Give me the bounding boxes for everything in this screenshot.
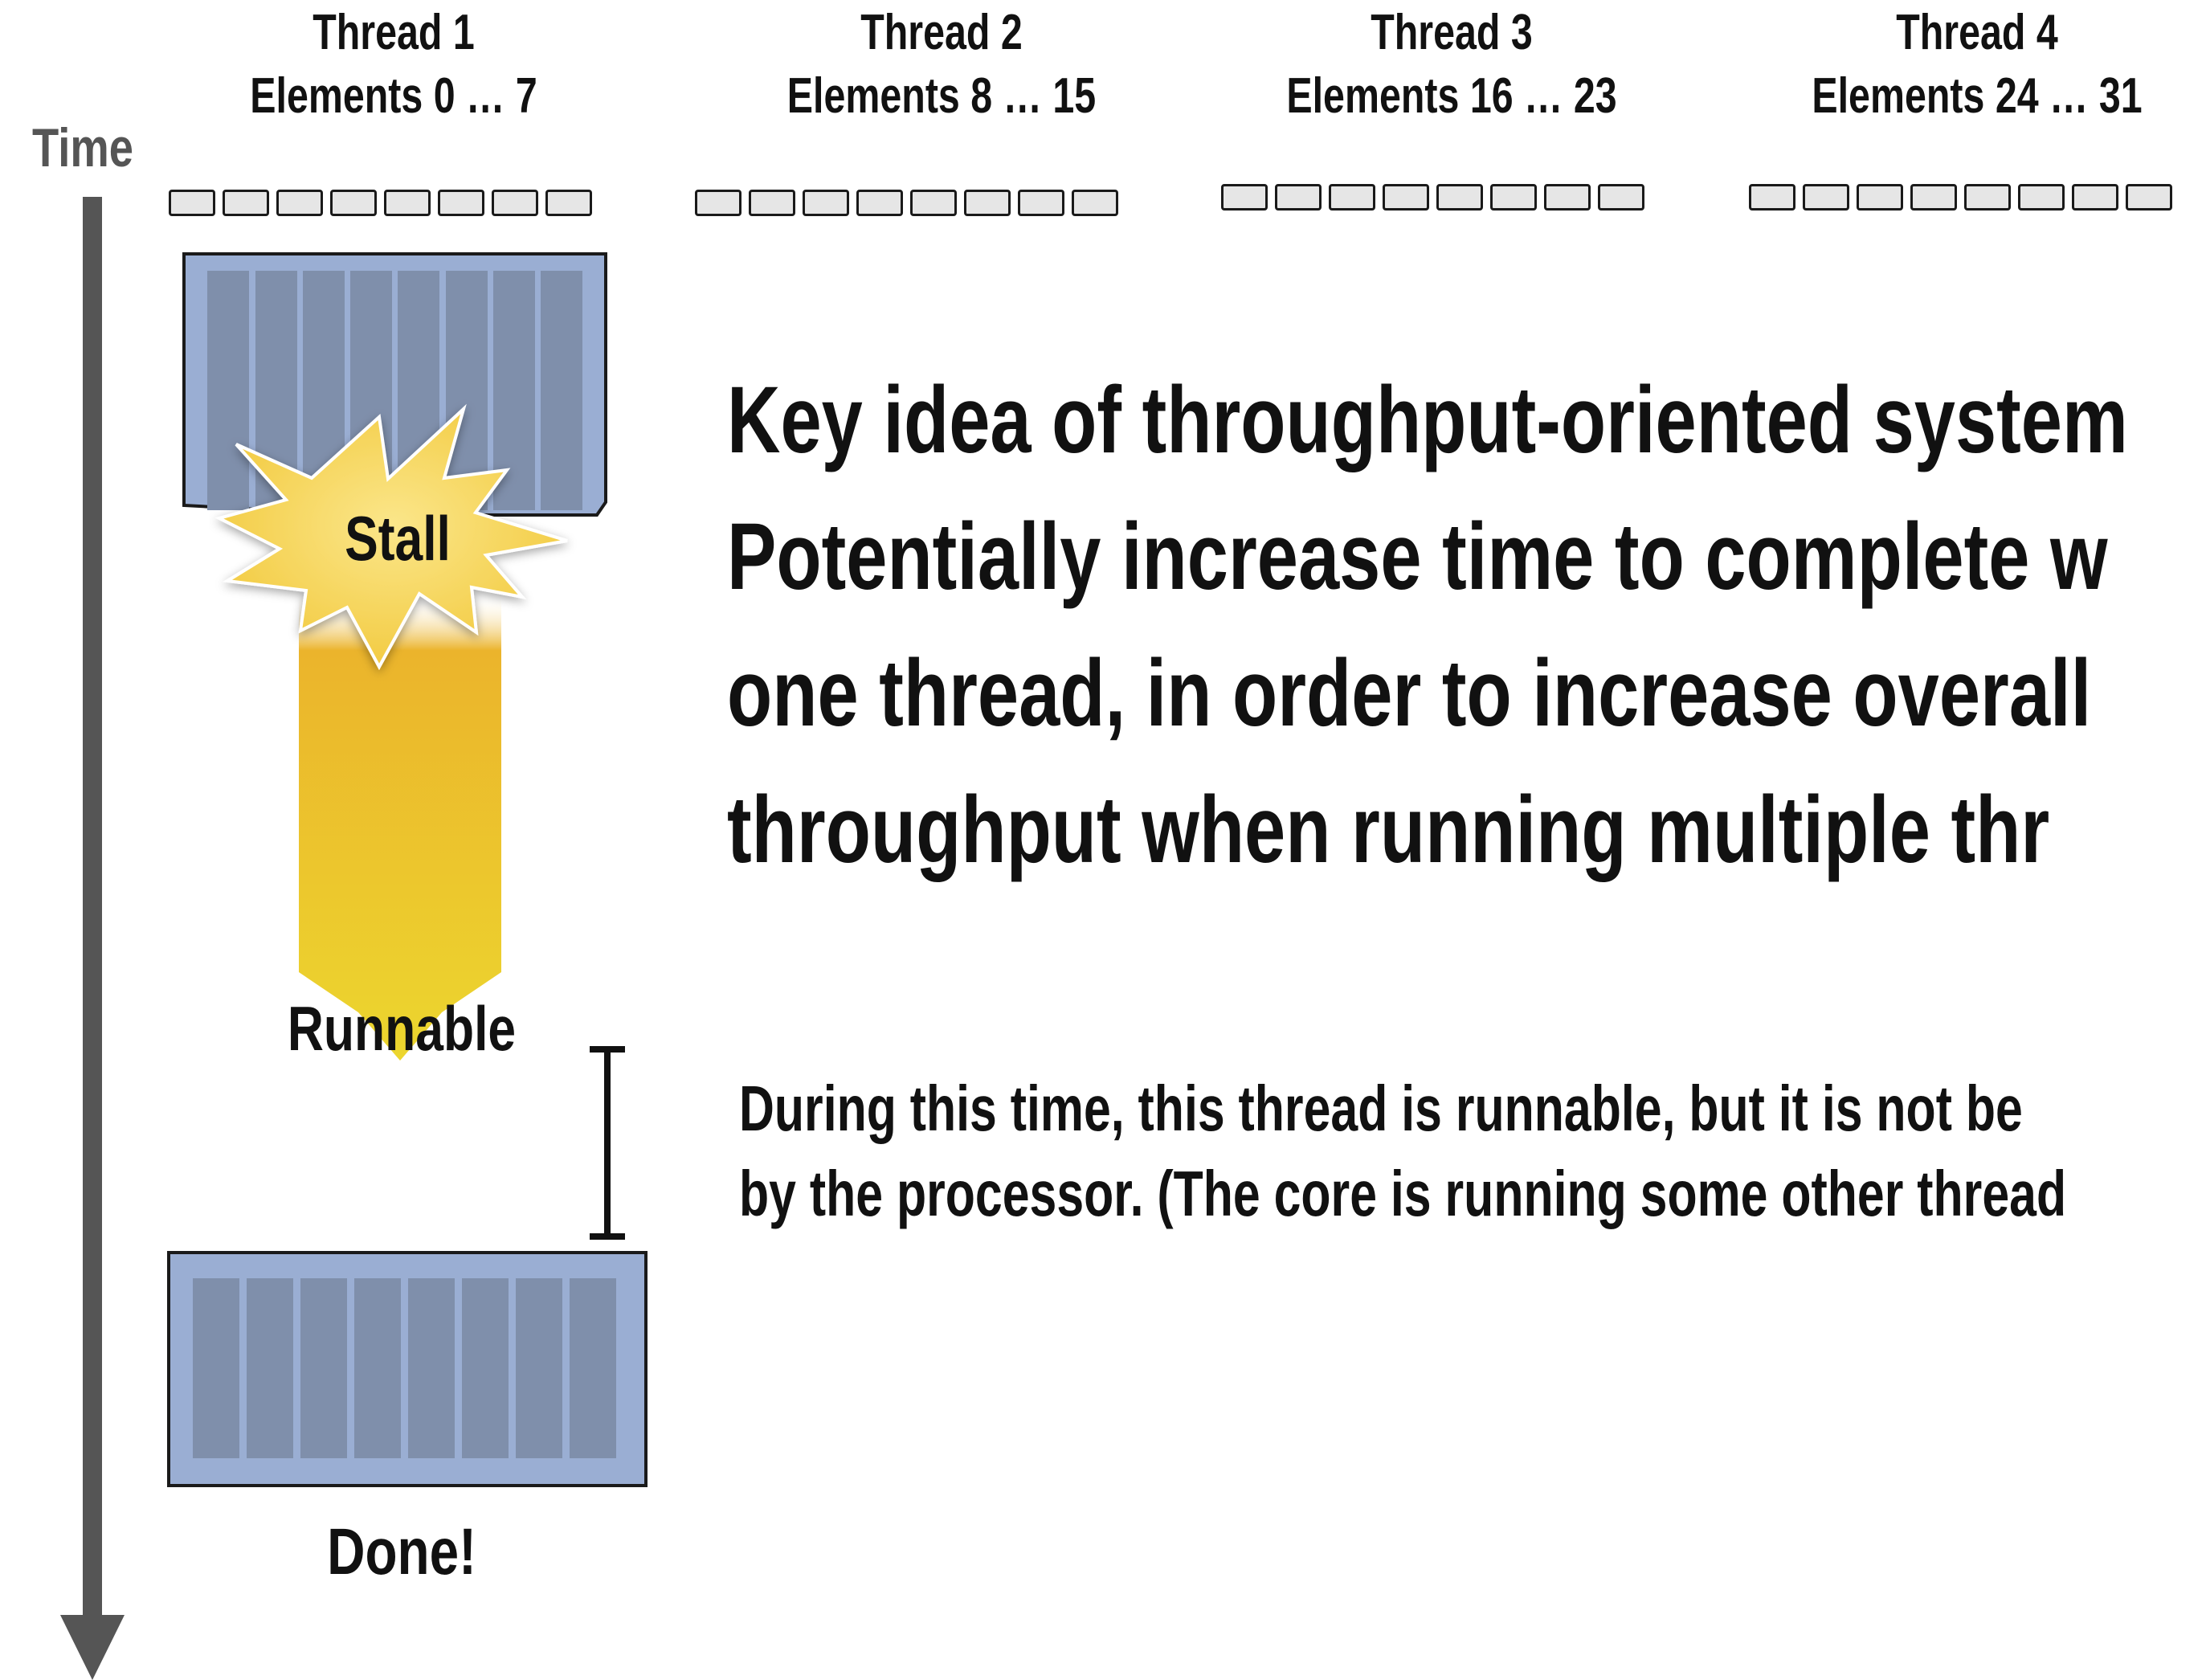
key-idea-text: Key idea of throughput-oriented system P… [727, 352, 2128, 898]
element-cell [1544, 184, 1591, 211]
element-cell [1964, 184, 2011, 211]
done-label: Done! [327, 1515, 476, 1588]
runnable-bar [299, 595, 501, 1061]
thread-elements-range: Elements 16 … 23 [1286, 68, 1617, 124]
note-line-1: During this time, this thread is runnabl… [739, 1073, 2023, 1144]
element-cell [1275, 184, 1322, 211]
element-cell [2072, 184, 2118, 211]
element-cell [384, 190, 431, 216]
element-cell [276, 190, 323, 216]
runnable-note-text: During this time, this thread is runnabl… [739, 1066, 2066, 1236]
element-cell [1383, 184, 1429, 211]
key-idea-line-3: one thread, in order to increase overall [727, 640, 2092, 746]
element-cell [1072, 190, 1118, 216]
element-cell [1018, 190, 1064, 216]
element-cell [223, 190, 269, 216]
element-cell [1910, 184, 1957, 211]
element-cells-thread-2 [695, 190, 1118, 216]
execution-block-done [167, 1251, 648, 1487]
element-cell [438, 190, 484, 216]
thread-title: Thread 3 [1371, 5, 1533, 60]
element-cell [1749, 184, 1795, 211]
stall-burst-icon [214, 403, 568, 671]
stall-label: Stall [345, 503, 451, 574]
key-idea-line-4: throughput when running multiple thr [727, 777, 2050, 883]
thread-title: Thread 2 [860, 5, 1023, 60]
execution-block-running [182, 252, 607, 517]
element-cell [1857, 184, 1903, 211]
thread-header-2: Thread 2 Elements 8 … 15 [701, 4, 1183, 125]
thread-header-1: Thread 1 Elements 0 … 7 [153, 4, 635, 125]
key-idea-line-1: Key idea of throughput-oriented system [727, 367, 2128, 473]
time-axis-arrow [60, 197, 125, 1680]
element-cell [2126, 184, 2172, 211]
thread-elements-range: Elements 8 … 15 [786, 68, 1097, 124]
element-cell [1803, 184, 1849, 211]
element-cell [1436, 184, 1483, 211]
element-cell [1490, 184, 1537, 211]
thread-title: Thread 4 [1896, 5, 2058, 60]
element-cell [492, 190, 538, 216]
element-cell [964, 190, 1011, 216]
thread-elements-range: Elements 0 … 7 [250, 68, 537, 124]
note-line-2: by the processor. (The core is running s… [739, 1158, 2067, 1229]
thread-header-4: Thread 4 Elements 24 … 31 [1736, 4, 2206, 125]
thread-title: Thread 1 [313, 5, 475, 60]
key-idea-line-2: Potentially increase time to complete w [727, 504, 2108, 610]
element-cell [856, 190, 903, 216]
thread-header-3: Thread 3 Elements 16 … 23 [1211, 4, 1693, 125]
element-cell [330, 190, 377, 216]
element-cell [169, 190, 215, 216]
element-cell [695, 190, 741, 216]
element-cell [803, 190, 849, 216]
element-cell [1329, 184, 1375, 211]
element-cell [910, 190, 957, 216]
element-cells-thread-3 [1221, 184, 1644, 211]
runnable-label: Runnable [287, 993, 517, 1064]
element-cells-thread-1 [169, 190, 592, 216]
element-cells-thread-4 [1749, 184, 2172, 211]
time-axis-label: Time [32, 117, 133, 178]
element-cell [1221, 184, 1268, 211]
element-cell [1598, 184, 1644, 211]
interval-bracket [590, 1046, 625, 1240]
element-cell [749, 190, 795, 216]
element-cell [2018, 184, 2065, 211]
thread-elements-range: Elements 24 … 31 [1812, 68, 2143, 124]
element-cell [545, 190, 592, 216]
